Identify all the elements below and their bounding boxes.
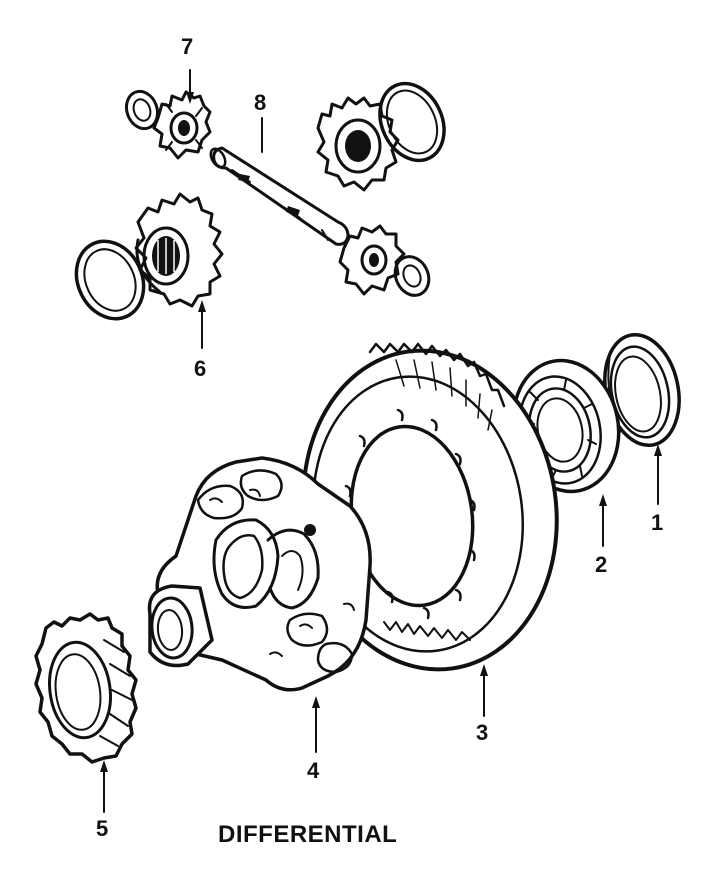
side-gear-upper-assembly xyxy=(316,81,446,192)
side-gear-thrust-washer-upper xyxy=(378,81,446,163)
part-5-tapered-bearing xyxy=(34,612,138,764)
callout-numbers: 7 8 6 1 2 3 4 5 xyxy=(96,34,663,841)
case-hub-boss xyxy=(147,584,214,668)
part-7-thrust-washer xyxy=(124,89,160,131)
callout-1: 1 xyxy=(651,510,663,535)
callout-3: 3 xyxy=(476,720,488,745)
part-4-differential-case xyxy=(147,456,372,692)
pinion-gear-lower xyxy=(338,224,406,296)
callout-7: 7 xyxy=(181,34,193,59)
callout-6: 6 xyxy=(194,356,206,381)
callout-leaders xyxy=(100,69,662,813)
pinion-gear-lower-assembly xyxy=(338,224,431,297)
diagram-title: DIFFERENTIAL xyxy=(218,821,397,848)
part-7-pinion-gear-assembly xyxy=(124,89,212,160)
callout-5: 5 xyxy=(96,816,108,841)
callout-8: 8 xyxy=(254,90,266,115)
side-gear-upper xyxy=(316,96,400,192)
callout-4: 4 xyxy=(307,758,320,783)
part-6-side-gear xyxy=(134,192,224,308)
part-8-cross-shaft xyxy=(209,146,350,246)
part-6-side-gear-assembly xyxy=(74,192,224,321)
part-7-pinion-gear xyxy=(152,90,212,160)
pinion-thrust-washer-lower xyxy=(393,255,431,297)
callout-2: 2 xyxy=(595,552,607,577)
